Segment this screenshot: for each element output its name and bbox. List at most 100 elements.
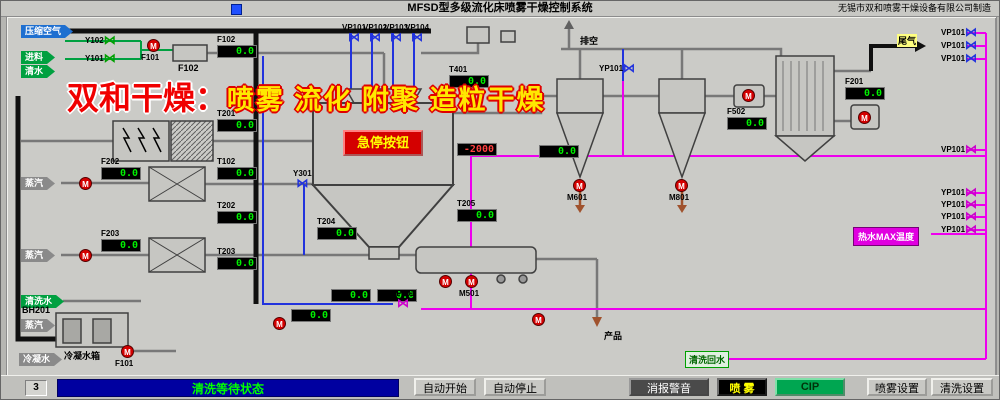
motor: M (742, 89, 755, 102)
display-value: 0.0 (217, 257, 257, 270)
motor-icon: M (858, 111, 871, 124)
valve-icon: ⋈ (296, 176, 309, 190)
flow-tag: 进料 (21, 51, 55, 64)
valve-VP101[interactable]: VP101⋈ (941, 26, 977, 38)
motor: M (79, 177, 92, 190)
valve-VP101[interactable]: VP101⋈ (941, 143, 977, 155)
display-label: T401 (449, 65, 468, 74)
display-label: T203 (217, 247, 236, 256)
valve-VP103[interactable]: VP103⋈ (384, 23, 409, 44)
valve-VP101[interactable]: VP101⋈ (941, 38, 978, 52)
valve-label: VP101 (941, 53, 966, 63)
valve-YP101[interactable]: YP101⋈ (599, 62, 635, 74)
valve-icon: ⋈ (965, 38, 978, 52)
clean-settings-button[interactable]: 清洗设置 (931, 378, 993, 396)
valve-VP201[interactable]: VP201⋈ (391, 289, 415, 309)
motor: M (858, 111, 871, 124)
spray-button[interactable]: 喷 雾 (717, 378, 767, 396)
display-value: 0.0 (377, 289, 417, 302)
valve-label: VP103 (384, 23, 409, 32)
valve-label: VP102 (363, 23, 388, 32)
motor-icon: M (439, 275, 452, 288)
valve-icon: ⋈ (103, 33, 116, 47)
display-value: 0.0 (377, 289, 417, 302)
valve-label: YP101 (941, 187, 966, 197)
equipment-details (122, 61, 824, 273)
display-value: 0.0 (217, 167, 257, 180)
valve-label: YP101 (599, 63, 624, 73)
motor: M (532, 313, 545, 326)
valve-YP101[interactable]: YP101⋈ (941, 197, 978, 211)
valve-VP104[interactable]: VP104⋈ (405, 23, 430, 44)
valve-label: YP101 (941, 211, 966, 221)
spray-settings-button[interactable]: 喷雾设置 (867, 378, 927, 396)
valve-label: YP101 (941, 224, 966, 234)
motor-label: F101 (141, 53, 160, 62)
flow-tag: 清水 (21, 65, 55, 78)
display-value: 0.0 (101, 167, 141, 180)
valve-Y102[interactable]: Y102⋈ (85, 33, 116, 47)
valve-icon: ⋈ (965, 185, 978, 199)
app-title: MFSD型多级流化床喷雾干燥控制系统 (407, 2, 593, 14)
valve-VP101[interactable]: VP101⋈ (342, 23, 366, 43)
display-value: 0.0 (317, 227, 357, 240)
emergency-stop-button[interactable]: 急停按钮 (343, 130, 423, 156)
page-indicator: 3 (25, 380, 47, 396)
flow-tag: 蒸汽 (21, 177, 55, 190)
mute-alarm-button[interactable]: 消报警音 (629, 378, 709, 396)
display-value: -2000 (457, 143, 497, 156)
valve-VP102[interactable]: VP102⋈ (363, 23, 388, 44)
cip-temp-box: 热水MAX温度 (853, 227, 919, 246)
display-value: 0.0 (457, 209, 497, 222)
valve-icon: ⋈ (411, 30, 424, 44)
motor-icon: M (465, 275, 478, 288)
display-value: 0.0 (331, 289, 371, 302)
motor-icon: M (573, 179, 586, 192)
manufacturer-label: 无锡市双和喷雾干燥设备有限公司制造 (837, 3, 991, 13)
display-label: F203 (101, 229, 120, 238)
display-value: 0.0 (539, 145, 579, 158)
valve-icon: ⋈ (965, 51, 978, 65)
text-label: 尾气 (897, 34, 918, 47)
text-label: 排空 (580, 36, 599, 46)
motor-icon: M (121, 345, 134, 358)
auto-start-button[interactable]: 自动开始 (414, 378, 476, 396)
valve-YP101[interactable]: YP101⋈ (941, 210, 977, 222)
valve-Y301[interactable]: Y301⋈ (293, 169, 312, 190)
valve-YP101[interactable]: YP101⋈ (941, 185, 978, 199)
valve-icon: ⋈ (390, 30, 403, 44)
display-label: T205 (457, 199, 476, 208)
display-value: 0.0 (217, 45, 257, 58)
valve-label: VP101 (941, 27, 966, 37)
display-label: F502 (727, 107, 746, 116)
valve-label: Y301 (293, 169, 312, 178)
text-label: F102 (178, 63, 199, 73)
valve-VP101[interactable]: VP101⋈ (941, 51, 978, 65)
cip-button[interactable]: CIP (775, 378, 845, 396)
flow-tag: 清洗水 (21, 295, 64, 308)
valve-Y101[interactable]: Y101⋈ (85, 52, 116, 64)
motor: M (79, 249, 92, 262)
valve-label: VP104 (405, 23, 430, 32)
display-value: 0.0 (539, 145, 579, 158)
valve-icon: ⋈ (965, 197, 978, 211)
valve-YP101[interactable]: YP101⋈ (941, 223, 977, 235)
display-label: T102 (217, 157, 236, 166)
display-label: F202 (101, 157, 120, 166)
valve-icon: ⋈ (369, 30, 382, 44)
valve-label: YP101 (941, 199, 966, 209)
auto-stop-button[interactable]: 自动停止 (484, 378, 546, 396)
motor-icon: M (273, 317, 286, 330)
piping-blue (262, 33, 624, 305)
clean-return-box: 清洗回水 (685, 351, 730, 368)
valve-label: VP101 (941, 144, 966, 154)
motor-icon: M (675, 179, 688, 192)
